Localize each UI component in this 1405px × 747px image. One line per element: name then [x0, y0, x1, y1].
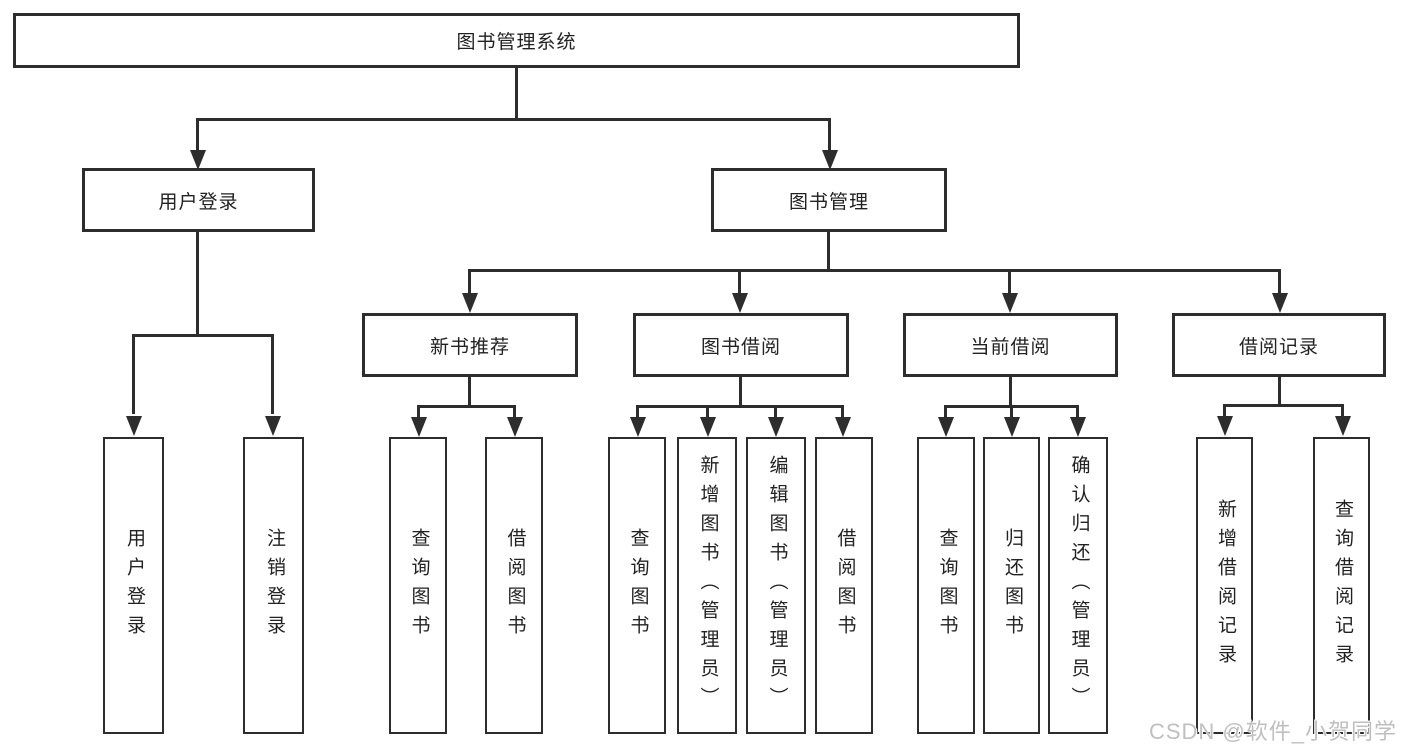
connector-bookmgmt-drop-2: [738, 269, 741, 297]
connector-records-stem: [1278, 377, 1281, 407]
connector-bookborrow-drop-4: [841, 405, 844, 419]
leaf-borrow-borrow-books: 借阅图书: [815, 437, 873, 734]
leaf-records-add-record-label: 新增借阅记录: [1214, 498, 1236, 673]
arrowhead-down-icon: [1070, 417, 1086, 437]
csdn-watermark: CSDN @软件_小贺同学: [1148, 719, 1397, 744]
leaf-user-login-label: 用户登录: [123, 527, 145, 644]
connector-bookborrow-drop-1: [636, 405, 639, 419]
arrowhead-down-icon: [700, 417, 716, 437]
node-borrow-records-label: 借阅记录: [1238, 336, 1319, 358]
node-book-management: 图书管理: [711, 168, 947, 232]
arrowhead-down-icon: [835, 417, 851, 437]
connector-newbook-drop-1: [417, 405, 420, 419]
connector-root-hbar: [196, 118, 831, 121]
leaf-newbook-borrow-books-label: 借阅图书: [504, 527, 526, 644]
leaf-borrow-query-books-label: 查询图书: [627, 527, 649, 644]
arrowhead-down-icon: [630, 417, 646, 437]
connector-bookborrow-drop-2: [706, 405, 709, 419]
connector-records-drop-2: [1341, 404, 1344, 418]
leaf-current-confirm-return-admin-label: 确认归还（管理员）: [1068, 455, 1090, 716]
arrowhead-down-icon: [265, 416, 281, 436]
arrowhead-down-icon: [1335, 416, 1351, 436]
connector-newbook-drop-2: [513, 405, 516, 419]
connector-userlogin-stem: [196, 232, 199, 337]
connector-records-drop-1: [1223, 404, 1226, 418]
node-current-borrow-label: 当前借阅: [970, 336, 1051, 358]
connector-currentborrow-drop-2: [1010, 405, 1013, 419]
arrowhead-down-icon: [1004, 417, 1020, 437]
connector-bookmgmt-drop-4: [1278, 269, 1281, 297]
leaf-current-return-books: 归还图书: [983, 437, 1040, 734]
node-new-book-recommend-label: 新书推荐: [429, 336, 510, 358]
arrowhead-down-icon: [732, 293, 748, 313]
arrowhead-down-icon: [768, 417, 784, 437]
arrowhead-down-icon: [822, 150, 838, 170]
connector-bookmgmt-hbar: [468, 269, 1281, 272]
leaf-borrow-edit-books-admin-label: 编辑图书（管理员）: [766, 455, 788, 716]
arrowhead-down-icon: [411, 417, 427, 437]
connector-bookborrow-drop-3: [774, 405, 777, 419]
node-book-borrow-label: 图书借阅: [700, 336, 781, 358]
connector-currentborrow-drop-1: [944, 405, 947, 419]
leaf-newbook-query-books: 查询图书: [389, 437, 447, 734]
leaf-borrow-add-books-admin: 新增图书（管理员）: [677, 437, 737, 734]
connector-currentborrow-drop-3: [1076, 405, 1079, 419]
leaf-current-confirm-return-admin: 确认归还（管理员）: [1048, 437, 1108, 734]
connector-userlogin-hbar: [132, 334, 274, 337]
connector-currentborrow-stem: [1009, 377, 1012, 408]
node-book-management-label: 图书管理: [788, 191, 869, 213]
leaf-records-query-record: 查询借阅记录: [1313, 437, 1370, 734]
connector-root-stem: [515, 68, 518, 120]
leaf-current-query-books: 查询图书: [917, 437, 975, 734]
arrowhead-down-icon: [190, 150, 206, 170]
node-root-library-system: 图书管理系统: [13, 13, 1020, 68]
arrowhead-down-icon: [126, 416, 142, 436]
leaf-newbook-query-books-label: 查询图书: [408, 527, 430, 644]
leaf-borrow-edit-books-admin: 编辑图书（管理员）: [746, 437, 806, 734]
arrowhead-down-icon: [1002, 293, 1018, 313]
arrowhead-down-icon: [462, 293, 478, 313]
arrowhead-down-icon: [1217, 416, 1233, 436]
connector-bookmgmt-stem: [827, 232, 830, 272]
node-user-login: 用户登录: [82, 168, 315, 232]
connector-bookborrow-hbar: [636, 405, 843, 408]
connector-records-hbar: [1223, 404, 1344, 407]
leaf-borrow-add-books-admin-label: 新增图书（管理员）: [697, 455, 719, 716]
connector-userlogin-drop-2: [271, 334, 274, 414]
connector-root-drop-left: [196, 118, 199, 152]
arrowhead-down-icon: [507, 417, 523, 437]
leaf-current-query-books-label: 查询图书: [936, 527, 958, 644]
connector-newbook-stem: [468, 377, 471, 408]
arrowhead-down-icon: [938, 417, 954, 437]
connector-root-drop-right: [828, 118, 831, 152]
connector-newbook-hbar: [417, 405, 516, 408]
connector-bookmgmt-drop-1: [468, 269, 471, 297]
connector-bookmgmt-drop-3: [1008, 269, 1011, 297]
leaf-logout-label: 注销登录: [263, 527, 285, 644]
connector-userlogin-drop-1: [132, 334, 135, 414]
leaf-records-query-record-label: 查询借阅记录: [1331, 498, 1353, 673]
leaf-borrow-borrow-books-label: 借阅图书: [834, 527, 856, 644]
leaf-records-add-record: 新增借阅记录: [1196, 437, 1253, 734]
leaf-logout: 注销登录: [243, 437, 304, 734]
connector-bookborrow-stem: [739, 377, 742, 408]
leaf-borrow-query-books: 查询图书: [608, 437, 666, 734]
leaf-current-return-books-label: 归还图书: [1001, 527, 1023, 644]
arrowhead-down-icon: [1272, 293, 1288, 313]
leaf-user-login: 用户登录: [103, 437, 164, 734]
node-new-book-recommend: 新书推荐: [362, 313, 578, 377]
node-root-label: 图书管理系统: [456, 32, 577, 53]
node-current-borrow: 当前借阅: [903, 313, 1118, 377]
node-book-borrow: 图书借阅: [633, 313, 849, 377]
leaf-newbook-borrow-books: 借阅图书: [485, 437, 543, 734]
node-borrow-records: 借阅记录: [1172, 313, 1386, 377]
node-user-login-label: 用户登录: [158, 191, 239, 213]
